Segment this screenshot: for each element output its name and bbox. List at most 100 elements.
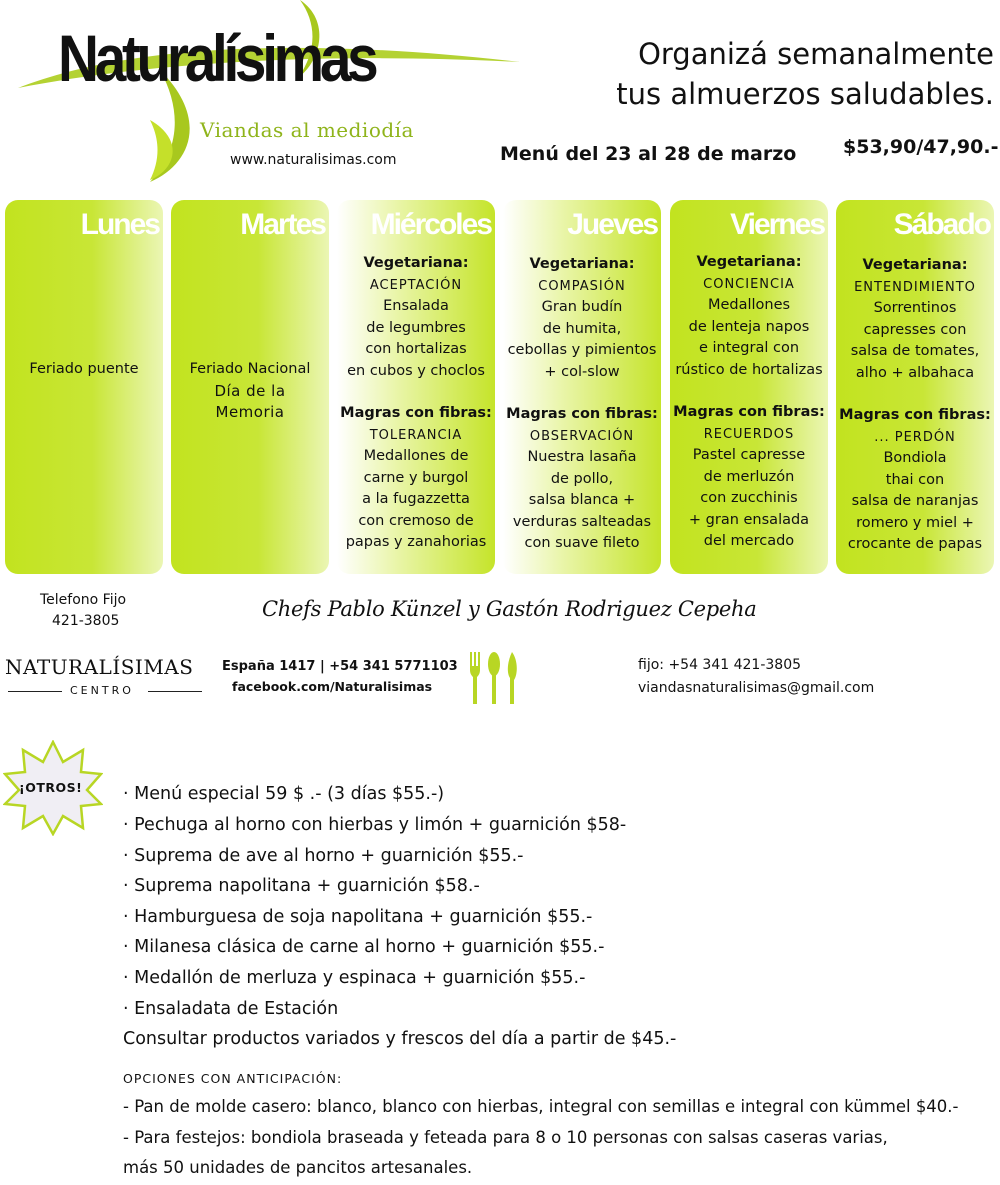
veg-line: rústico de hortalizas [675, 361, 823, 378]
cutlery-icon [470, 652, 517, 704]
magra-line: + gran ensalada [688, 511, 810, 528]
veg-line: de humita, [542, 320, 622, 337]
magra-line: salsa blanca + [528, 492, 636, 508]
divider [8, 691, 62, 692]
otros-star-badge [3, 740, 103, 836]
holiday-name-2: Memoria [215, 403, 285, 421]
veg-label: Vegetariana: [696, 254, 802, 270]
extra-item: · Suprema napolitana + guarnición $58.- [123, 876, 480, 896]
magra-line: de pollo, [550, 470, 614, 487]
veg-line: Gran budín [541, 299, 623, 315]
magra-line: romero y miel + [856, 514, 974, 531]
opcion-item: - Para festejos: bondiola braseada y fet… [123, 1128, 888, 1147]
otros-badge-label: ¡OTROS! [19, 780, 83, 795]
brand-subtitle: Viandas al mediodía [200, 118, 414, 142]
headline: Organizá semanalmente tus almuerzos salu… [616, 34, 994, 114]
magra-line: Nuestra lasaña [527, 449, 637, 465]
veg-line: Medallones [707, 297, 791, 313]
veg-title: ENTENDIMIENTO [854, 279, 976, 295]
magra-line: verduras salteadas [512, 513, 652, 530]
veg-label: Vegetariana: [529, 256, 635, 272]
day-note: Feriado puente [29, 361, 139, 377]
day-note: Feriado Nacional Día de la Memoria [171, 359, 329, 424]
extra-item: · Hamburguesa de soja napolitana + guarn… [123, 907, 593, 927]
holiday-name-1: Día de la [214, 381, 286, 400]
extra-item: · Milanesa clásica de carne al horno + g… [123, 937, 605, 957]
facebook-link[interactable]: facebook.com/Naturalisimas [232, 679, 433, 694]
day-title: Martes [240, 208, 327, 241]
day-column-miercoles: Miércoles Vegetariana: ACEPTACIÓN Ensala… [337, 200, 495, 574]
day-menu: Vegetariana: CONCIENCIA Medallones de le… [670, 252, 828, 553]
veg-title: CONCIENCIA [703, 276, 795, 292]
headline-line-1: Organizá semanalmente [638, 37, 994, 71]
veg-line: e integral con [698, 340, 800, 356]
menu-dates: Menú del 23 al 28 de marzo [500, 143, 797, 165]
day-title: Miércoles [370, 208, 493, 241]
menu-price: $53,90/47,90.- [843, 136, 999, 158]
centro-phone[interactable]: fijo: +54 341 421-3805 [638, 657, 802, 673]
magra-title: ... PERDÓN [874, 429, 956, 445]
magra-title: RECUERDOS [703, 426, 795, 442]
phone-number[interactable]: 421-3805 [52, 613, 120, 629]
phone-label: Telefono Fijo [40, 592, 127, 608]
veg-line: en cubos y choclos [347, 362, 485, 379]
opciones-title: OPCIONES CON ANTICIPACIÓN: [123, 1071, 343, 1086]
veg-line: Sorrentinos [873, 300, 957, 316]
extra-item: · Menú especial 59 $ .- (3 días $55.-) [123, 784, 445, 804]
magra-label: Magras con fibras: [673, 404, 825, 420]
brand-url[interactable]: www.naturalisimas.com [230, 152, 397, 168]
magra-line: thai con [885, 471, 945, 488]
centro-address: España 1417 | +54 341 5771103 [222, 659, 458, 674]
day-column-lunes: Lunes Feriado puente [5, 200, 163, 574]
magra-line: salsa de naranjas [851, 493, 979, 509]
opcion-item: - Pan de molde casero: blanco, blanco co… [123, 1097, 959, 1116]
centro-email[interactable]: viandasnaturalisimas@gmail.com [638, 680, 875, 696]
centro-logo-sub: CENTRO [70, 684, 134, 697]
magra-title: TOLERANCIA [369, 427, 463, 443]
veg-line: de legumbres [366, 319, 466, 336]
day-title: Sábado [893, 208, 992, 241]
holiday-label: Feriado Nacional [189, 361, 311, 377]
day-title: Jueves [567, 208, 659, 241]
magra-line: Medallones de [363, 448, 469, 464]
magra-line: crocante de papas [847, 536, 983, 552]
extra-item: · Medallón de merluza y espinaca + guarn… [123, 968, 586, 988]
magra-label: Magras con fibras: [839, 407, 991, 423]
day-menu: Vegetariana: ENTENDIMIENTO Sorrentinos c… [836, 255, 994, 556]
day-column-martes: Martes Feriado Nacional Día de la Memori… [171, 200, 329, 574]
day-column-viernes: Viernes Vegetariana: CONCIENCIA Medallon… [670, 200, 828, 574]
veg-line: de lenteja napos [688, 318, 810, 335]
magra-label: Magras con fibras: [506, 406, 658, 422]
day-menu: Vegetariana: ACEPTACIÓN Ensalada de legu… [337, 253, 495, 554]
day-column-sabado: Sábado Vegetariana: ENTENDIMIENTO Sorren… [836, 200, 994, 574]
chefs-signature: Chefs Pablo Künzel y Gastón Rodriguez Ce… [262, 597, 757, 621]
veg-label: Vegetariana: [363, 255, 469, 271]
extra-note: Consultar productos variados y frescos d… [123, 1029, 677, 1049]
veg-line: + col-slow [544, 363, 620, 380]
magra-label: Magras con fibras: [340, 405, 492, 421]
day-title: Lunes [80, 208, 161, 241]
veg-title: COMPASIÓN [538, 278, 626, 294]
veg-line: salsa de tomates, [850, 343, 980, 359]
veg-title: ACEPTACIÓN [369, 277, 463, 293]
centro-logo-name: NATURALÍSIMAS [5, 655, 194, 679]
veg-line: cebollas y pimientos [507, 342, 657, 358]
magra-line: a la fugazzetta [362, 491, 470, 507]
magra-line: con zucchinis [700, 490, 798, 506]
magra-line: del mercado [703, 533, 795, 549]
extra-item: · Ensaladata de Estación [123, 999, 339, 1019]
veg-line: Ensalada [383, 298, 449, 314]
leaf-logo-graphic [18, 0, 520, 182]
headline-line-2: tus almuerzos saludables. [616, 77, 994, 111]
veg-label: Vegetariana: [862, 257, 968, 273]
magra-title: OBSERVACIÓN [529, 428, 635, 444]
veg-line: con hortalizas [365, 341, 467, 357]
brand-name: Naturalísimas [58, 21, 379, 95]
magra-line: Pastel capresse [692, 447, 806, 463]
magra-line: Bondiola [883, 450, 947, 466]
magra-line: carne y burgol [363, 469, 469, 486]
day-title: Viernes [730, 208, 826, 241]
magra-line: con cremoso de [358, 512, 474, 529]
day-column-jueves: Jueves Vegetariana: COMPASIÓN Gran budín… [503, 200, 661, 574]
opcion-item: más 50 unidades de pancitos artesanales. [123, 1158, 473, 1177]
